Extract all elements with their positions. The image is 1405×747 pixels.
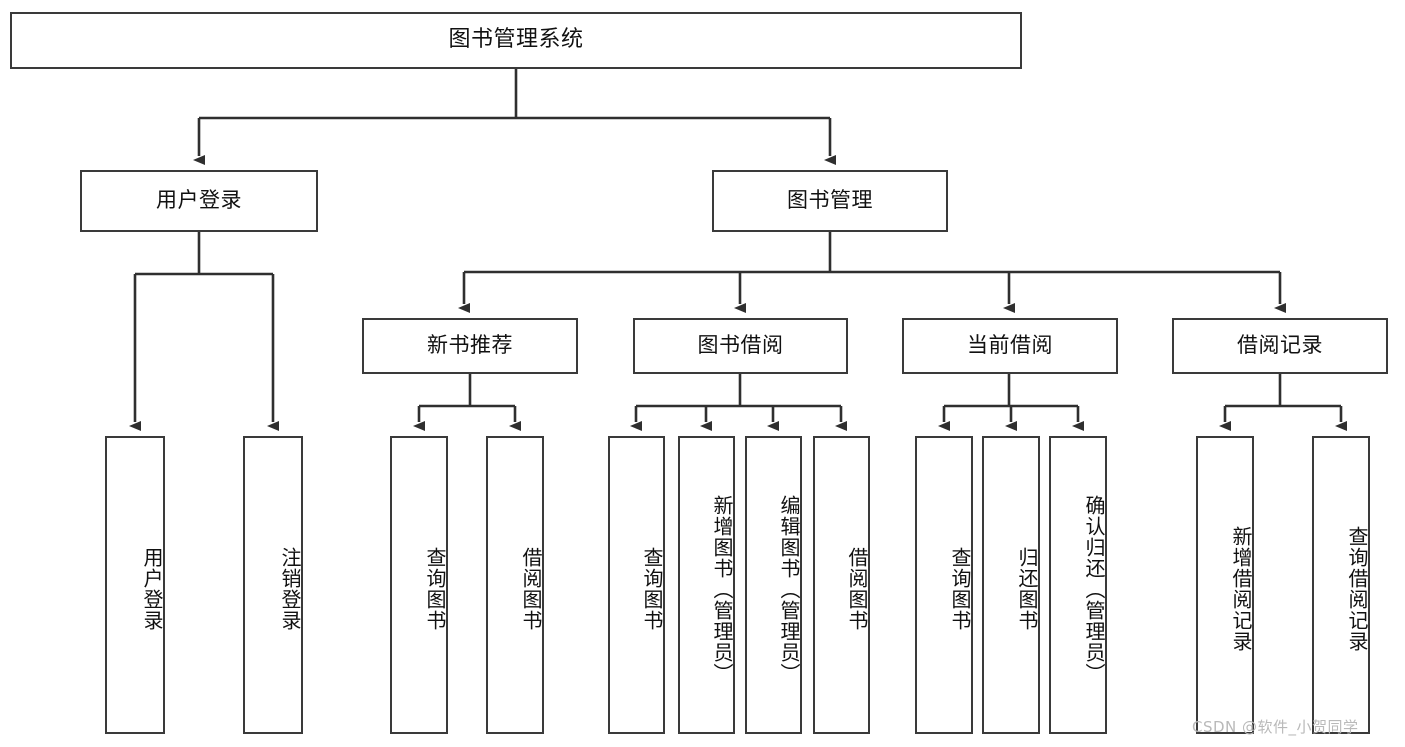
node-label: 查询图书 [948, 547, 972, 631]
node-label: 确认归还（管理员） [1082, 494, 1106, 684]
node-label: 借阅记录 [1237, 333, 1323, 358]
leaf-logout[interactable]: 注销登录 [243, 436, 303, 734]
node-root-book-management-system[interactable]: 图书管理系统 [10, 12, 1022, 69]
node-label: 注销登录 [278, 547, 302, 631]
leaf-br-query-borrow-record[interactable]: 查询借阅记录 [1312, 436, 1370, 734]
leaf-bb-edit-book-admin[interactable]: 编辑图书（管理员） [745, 436, 802, 734]
node-label: 图书管理 [787, 188, 873, 213]
leaf-br-add-borrow-record[interactable]: 新增借阅记录 [1196, 436, 1254, 734]
node-book-borrow[interactable]: 图书借阅 [633, 318, 848, 374]
node-label: 查询借阅记录 [1345, 526, 1369, 652]
node-user-login[interactable]: 用户登录 [80, 170, 318, 232]
watermark: CSDN @软件_小贺同学 [1192, 718, 1359, 736]
node-label: 新增借阅记录 [1229, 526, 1253, 652]
node-label: 用户登录 [156, 188, 242, 213]
leaf-cb-query-book[interactable]: 查询图书 [915, 436, 973, 734]
leaf-cb-return-book[interactable]: 归还图书 [982, 436, 1040, 734]
leaf-user-login[interactable]: 用户登录 [105, 436, 165, 734]
node-label: 归还图书 [1015, 547, 1039, 631]
node-borrow-record[interactable]: 借阅记录 [1172, 318, 1388, 374]
leaf-nbr-query-book[interactable]: 查询图书 [390, 436, 448, 734]
leaf-cb-confirm-return-admin[interactable]: 确认归还（管理员） [1049, 436, 1107, 734]
node-label: 当前借阅 [967, 333, 1053, 358]
node-new-book-recommend[interactable]: 新书推荐 [362, 318, 578, 374]
node-label: 新书推荐 [427, 333, 513, 358]
leaf-nbr-borrow-book[interactable]: 借阅图书 [486, 436, 544, 734]
node-current-borrow[interactable]: 当前借阅 [902, 318, 1118, 374]
leaf-bb-add-book-admin[interactable]: 新增图书（管理员） [678, 436, 735, 734]
node-label: 查询图书 [640, 547, 664, 631]
node-label: 借阅图书 [845, 547, 869, 631]
node-label: 新增图书（管理员） [710, 494, 734, 684]
node-label: 借阅图书 [519, 547, 543, 631]
node-book-management[interactable]: 图书管理 [712, 170, 948, 232]
leaf-bb-borrow-book[interactable]: 借阅图书 [813, 436, 870, 734]
node-label: 图书借阅 [697, 333, 784, 358]
node-label: 查询图书 [423, 547, 447, 631]
node-label: 图书管理系统 [448, 27, 584, 53]
node-label: 用户登录 [140, 547, 164, 631]
node-label: 编辑图书（管理员） [777, 494, 801, 684]
leaf-bb-query-book[interactable]: 查询图书 [608, 436, 665, 734]
